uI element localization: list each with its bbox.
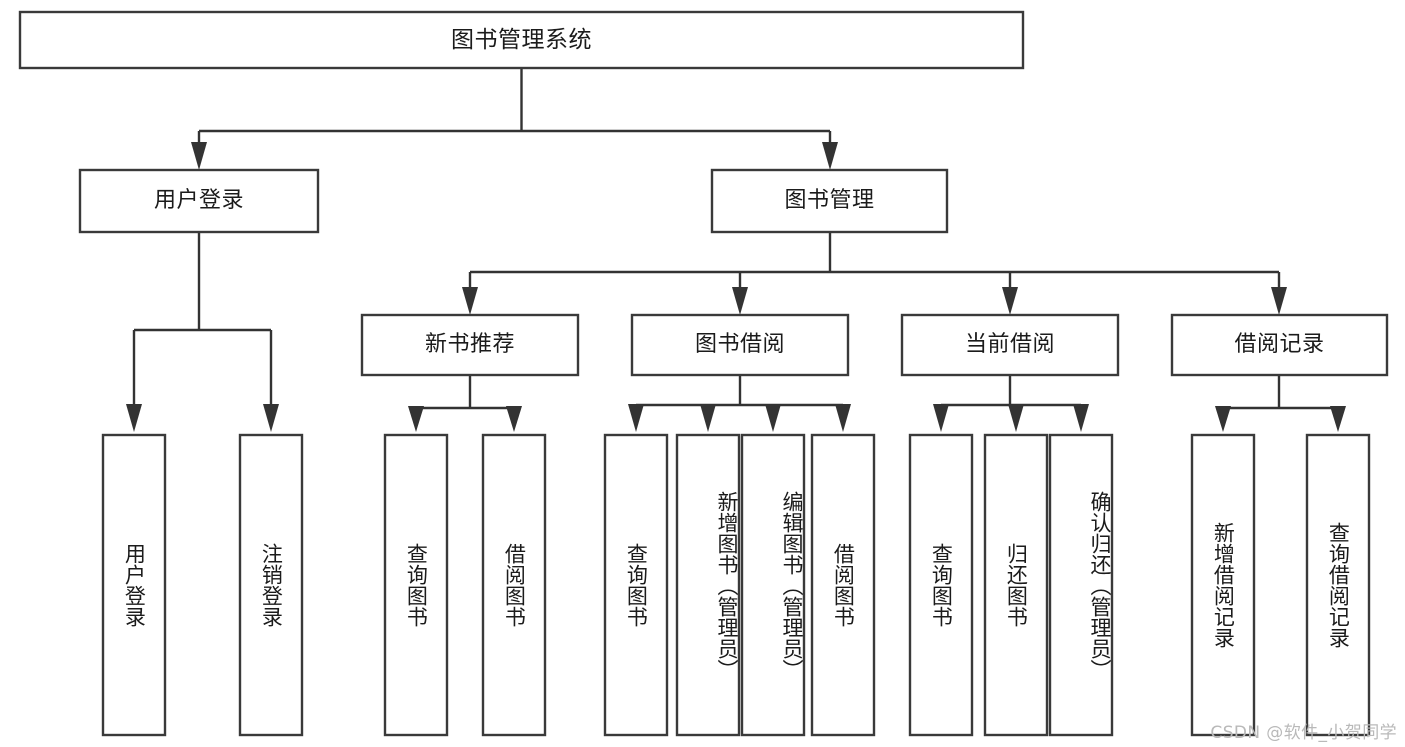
node-box-group <box>18 10 1389 737</box>
node-box-new-book-rec[interactable] <box>360 313 580 377</box>
node-box-book-borrow[interactable] <box>630 313 850 377</box>
node-box-leaf-query-book-current[interactable] <box>908 433 974 737</box>
node-box-leaf-edit-book[interactable] <box>740 433 806 737</box>
node-box-leaf-logout-login[interactable] <box>238 433 304 737</box>
node-box-leaf-confirm-return[interactable] <box>1048 433 1114 737</box>
arrow-to-current-borrow <box>1002 287 1018 315</box>
arrow-to-leaf-borrow-book-rec <box>506 406 522 432</box>
arrow-to-leaf-return-book <box>1008 404 1024 432</box>
arrow-to-leaf-add-borrow-record <box>1215 406 1231 432</box>
node-box-leaf-borrow-book[interactable] <box>810 433 876 737</box>
arrow-to-new-book-rec <box>462 287 478 315</box>
arrow-to-leaf-logout-login <box>263 404 279 432</box>
node-box-leaf-add-book[interactable] <box>675 433 741 737</box>
node-box-leaf-query-book-rec[interactable] <box>383 433 449 737</box>
node-box-root[interactable] <box>18 10 1025 70</box>
node-box-leaf-return-book[interactable] <box>983 433 1049 737</box>
arrow-to-book-borrow <box>732 287 748 315</box>
node-box-leaf-query-borrow-record[interactable] <box>1305 433 1371 737</box>
node-box-leaf-query-book-borrow[interactable] <box>603 433 669 737</box>
arrow-to-leaf-query-book-borrow <box>628 404 644 432</box>
arrow-to-leaf-query-book-rec <box>408 406 424 432</box>
node-box-borrow-record[interactable] <box>1170 313 1389 377</box>
arrow-to-leaf-query-book-current <box>933 404 949 432</box>
node-box-leaf-add-borrow-record[interactable] <box>1190 433 1256 737</box>
arrow-to-leaf-edit-book <box>765 404 781 432</box>
arrow-to-leaf-confirm-return <box>1073 404 1089 432</box>
arrow-to-leaf-borrow-book <box>835 404 851 432</box>
arrow-to-book-manage <box>822 142 838 170</box>
node-box-book-manage[interactable] <box>710 168 949 234</box>
arrow-to-borrow-record <box>1271 287 1287 315</box>
connector-group <box>126 68 1346 432</box>
arrow-to-leaf-add-book <box>700 404 716 432</box>
arrow-to-user-login <box>191 142 207 170</box>
node-box-user-login[interactable] <box>78 168 320 234</box>
node-box-current-borrow[interactable] <box>900 313 1120 377</box>
arrow-to-leaf-query-borrow-record <box>1330 406 1346 432</box>
arrow-to-leaf-user-login <box>126 404 142 432</box>
node-box-leaf-user-login[interactable] <box>101 433 167 737</box>
node-box-leaf-borrow-book-rec[interactable] <box>481 433 547 737</box>
